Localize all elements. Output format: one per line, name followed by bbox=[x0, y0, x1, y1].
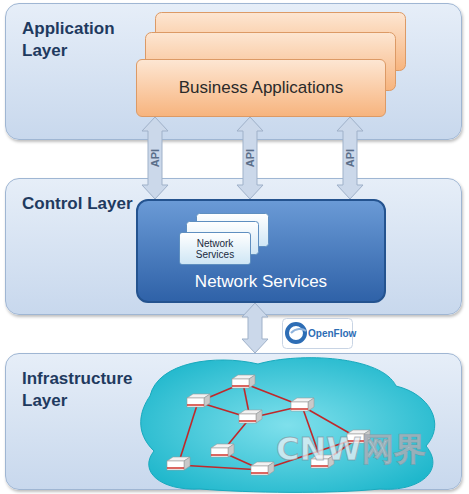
api-label: API bbox=[344, 149, 356, 167]
double-arrow bbox=[337, 117, 363, 199]
services-box: Network ServicesNetwork Services bbox=[136, 199, 386, 303]
logo-swoosh bbox=[291, 329, 306, 333]
double-arrow bbox=[142, 117, 168, 199]
api-label: API bbox=[149, 149, 161, 167]
layer-band: Application LayerBusiness Applications bbox=[5, 3, 462, 140]
layer-band: Control LayerNetwork ServicesNetwork Ser… bbox=[5, 178, 462, 315]
box-label: Network Services bbox=[195, 272, 327, 292]
layer-band: Infrastructure Layer bbox=[5, 353, 462, 490]
double-arrow bbox=[242, 303, 268, 353]
logo-ring bbox=[287, 324, 305, 342]
layer-title: Infrastructure Layer bbox=[22, 368, 142, 412]
protocol-label: OpenFlow bbox=[308, 328, 356, 339]
service-box: Network Services bbox=[179, 232, 251, 265]
watermark: CNW网界 bbox=[276, 428, 426, 472]
box-label: Network Services bbox=[182, 238, 248, 260]
api-label: API bbox=[244, 149, 256, 167]
layer-title: Control Layer bbox=[22, 193, 142, 215]
box-label: Business Applications bbox=[179, 78, 343, 98]
application-box: Business Applications bbox=[136, 59, 386, 117]
layer-title: Application Layer bbox=[22, 18, 142, 62]
double-arrow bbox=[237, 117, 263, 199]
